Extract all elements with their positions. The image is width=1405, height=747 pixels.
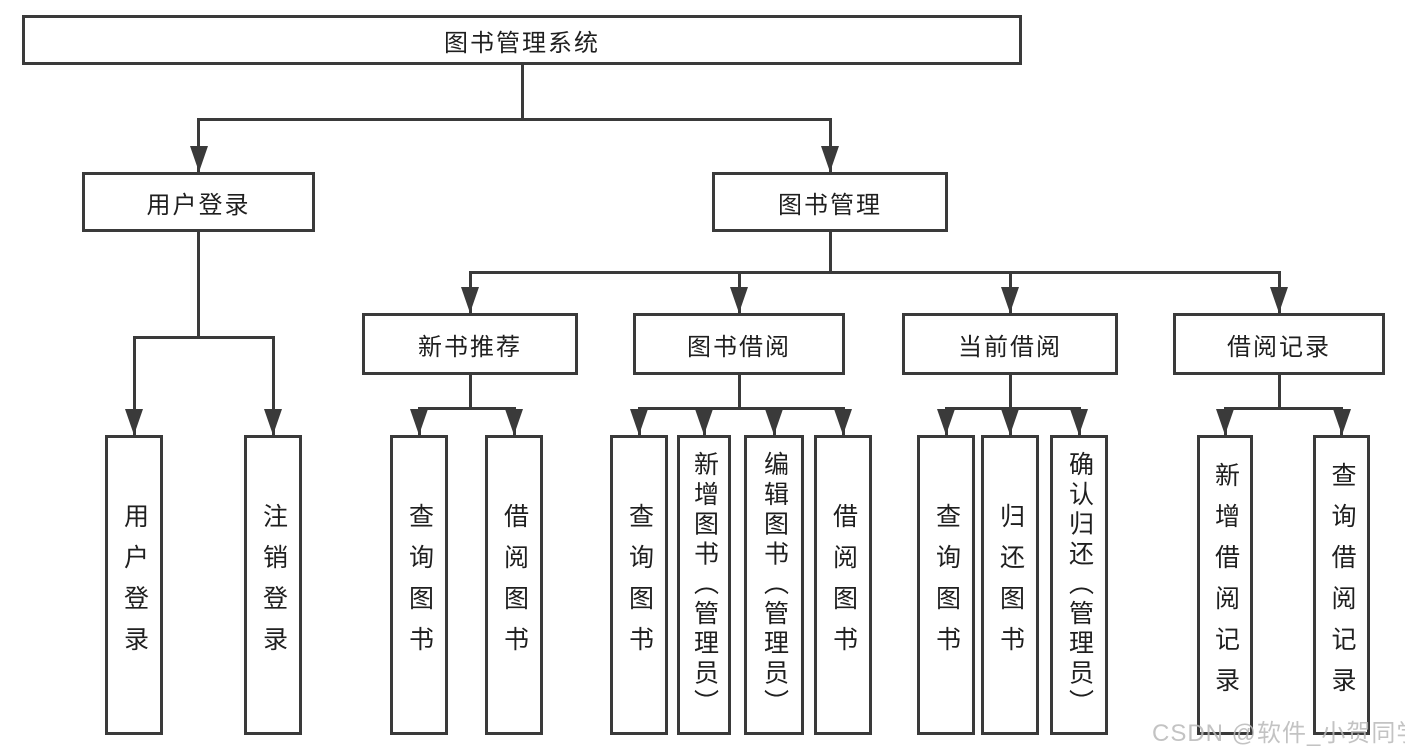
arrowhead-down-icon [1270,287,1288,313]
tree-node-label: 编辑图书（管理员） [760,451,789,719]
connector-line [1008,375,1012,410]
tree-node-label: 图书借阅 [687,333,791,361]
tree-node-label: 注销登录 [259,503,288,667]
tree-node-label: 新增借阅记录 [1211,462,1240,708]
tree-node-c1: 查询图书 [917,435,975,735]
connector-line [828,232,832,274]
tree-node-label: 用户登录 [146,191,251,219]
arrowhead-down-icon [834,409,852,435]
tree-node-mgmt: 图书管理 [712,172,948,232]
tree-node-root: 图书管理系统 [22,15,1022,65]
tree-node-label: 用户登录 [120,503,149,667]
arrowhead-down-icon [264,409,282,435]
connector-line [468,375,472,410]
connector-line [197,118,832,121]
tree-node-borrow: 图书借阅 [633,313,845,375]
tree-node-records: 借阅记录 [1173,313,1385,375]
tree-node-b1: 查询图书 [610,435,668,735]
arrowhead-down-icon [1216,409,1234,435]
connector-line [737,375,741,410]
tree-node-b2: 新增图书（管理员） [677,435,731,735]
connector-line [637,407,845,410]
tree-node-label: 图书管理系统 [444,29,600,57]
tree-node-login: 用户登录 [82,172,315,232]
connector-line [132,336,136,435]
connector-line [1277,375,1281,410]
tree-node-label: 新增图书（管理员） [690,451,719,719]
arrowhead-down-icon [695,409,713,435]
arrowhead-down-icon [730,287,748,313]
tree-node-r1: 新增借阅记录 [1197,435,1253,735]
tree-node-c2: 归还图书 [981,435,1039,735]
connector-line [1223,407,1343,410]
arrowhead-down-icon [1001,287,1019,313]
arrowhead-down-icon [410,409,428,435]
arrowhead-down-icon [630,409,648,435]
tree-node-label: 借阅图书 [829,503,858,667]
tree-node-label: 查询图书 [405,503,434,667]
tree-node-b3: 编辑图书（管理员） [744,435,804,735]
arrowhead-down-icon [937,409,955,435]
connector-line [132,336,275,339]
arrowhead-down-icon [1001,409,1019,435]
tree-node-label: 查询图书 [932,503,961,667]
arrowhead-down-icon [125,409,143,435]
tree-node-r2: 查询借阅记录 [1313,435,1370,735]
tree-node-label: 当前借阅 [958,333,1062,361]
tree-node-label: 图书管理 [778,191,882,219]
connector-line [271,336,275,435]
tree-node-label: 归还图书 [996,503,1025,667]
csdn-watermark: CSDN @软件_小贺同学 [1152,720,1405,747]
tree-node-label: 借阅图书 [500,503,529,667]
connector-line [828,118,832,172]
tree-node-n1: 查询图书 [390,435,448,735]
arrowhead-down-icon [821,146,839,172]
tree-node-label: 确认归还（管理员） [1065,451,1094,719]
connector-line [468,271,1281,274]
tree-node-b4: 借阅图书 [814,435,872,735]
tree-node-label: 查询借阅记录 [1328,462,1356,708]
connector-line [417,407,516,410]
arrowhead-down-icon [505,409,523,435]
tree-node-newrec: 新书推荐 [362,313,578,375]
tree-node-n2: 借阅图书 [485,435,543,735]
tree-node-current: 当前借阅 [902,313,1118,375]
tree-node-label: 查询图书 [625,503,654,667]
tree-node-u2: 注销登录 [244,435,302,735]
tree-node-label: 借阅记录 [1227,333,1331,361]
tree-node-u1: 用户登录 [105,435,163,735]
connector-line [944,407,1081,410]
tree-node-label: 新书推荐 [418,333,522,361]
connector-line [520,65,524,121]
connector-line [197,118,200,172]
arrowhead-down-icon [1070,409,1088,435]
arrowhead-down-icon [189,146,208,172]
arrowhead-down-icon [765,409,783,435]
arrowhead-down-icon [461,287,479,313]
arrowhead-down-icon [1332,409,1351,435]
connector-line [197,232,200,339]
tree-node-c3: 确认归还（管理员） [1050,435,1108,735]
